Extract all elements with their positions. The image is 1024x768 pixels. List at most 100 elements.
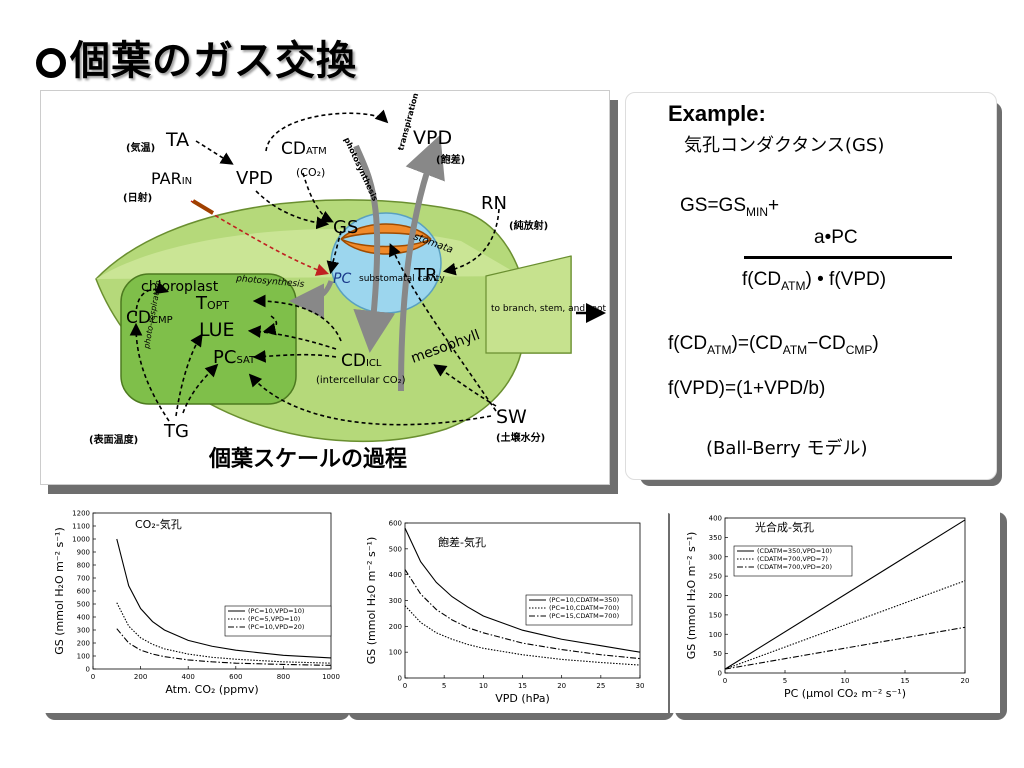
rn-tr-arrow [442, 208, 500, 276]
y-tick-label: 300 [709, 553, 722, 561]
diagram-caption: 個葉スケールの過程 [208, 446, 407, 472]
y-tick-label: 200 [709, 592, 722, 600]
cdicl-pcsat-arrow [252, 349, 337, 363]
cdicl-topt-arrow [252, 294, 342, 342]
par-arrow-start [191, 199, 215, 215]
x-tick-label: 10 [479, 682, 488, 690]
legend-label: (PC=5,VPD=10) [248, 615, 300, 623]
legend-label: (CDATM=700,VPD=20) [757, 563, 832, 571]
tg-lue-arrow [175, 333, 203, 417]
x-tick-label: 10 [841, 677, 850, 685]
page-title: 個葉のガス交換 [36, 28, 357, 86]
photosynthesis-arrow-label: photosynthesis [342, 136, 379, 203]
cdcmp-label: CDCMP [126, 308, 173, 328]
gs-pc-arrow [326, 230, 342, 275]
legend-label: (PC=15,CDATM=700) [549, 612, 619, 620]
y-axis-label: GS (mmol H₂O m⁻² s⁻¹) [53, 527, 66, 655]
chart-title: CO₂-気孔 [135, 517, 182, 531]
y-axis-label: GS (mmol H₂O m⁻² s⁻¹) [685, 532, 698, 660]
y-tick-label: 0 [86, 666, 90, 674]
y-tick-label: 0 [398, 675, 402, 683]
co2-flow-arrow [353, 144, 396, 353]
y-tick-label: 1200 [72, 510, 90, 518]
fraction-line [744, 256, 952, 259]
chart-title: 光合成-気孔 [755, 520, 814, 534]
y-tick-label: 50 [713, 650, 722, 658]
y-axis-label: GS (mmol H₂O m⁻² s⁻¹) [365, 537, 378, 665]
legend-label: (CDATM=700,VPD=7) [757, 555, 828, 563]
legend-label: (PC=10,VPD=20) [248, 623, 304, 631]
y-tick-label: 400 [709, 515, 722, 523]
leaf-diagram-panel: (気温) TA PARIN (日射) VPD CDATM (CO₂) VPD (… [40, 90, 610, 485]
plot-frame [724, 517, 966, 674]
series-line-1 [404, 527, 641, 653]
cdcmp-link-arrow [135, 281, 170, 317]
series-line-2 [404, 605, 641, 666]
chart-title: 飽差-気孔 [438, 535, 486, 549]
h2o-flow-arrow [398, 134, 445, 392]
y-tick-label: 600 [389, 520, 402, 528]
x-tick-label: 25 [596, 682, 605, 690]
sw-mesophyll-arrow [433, 364, 497, 407]
x-tick-label: 0 [403, 682, 407, 690]
y-tick-label: 100 [389, 649, 402, 657]
sw-label: SW [496, 406, 527, 428]
x-tick-label: 5 [783, 677, 787, 685]
x-tick-label: 600 [229, 673, 242, 681]
y-tick-label: 700 [77, 575, 90, 583]
sw-jp-label: (土壌水分) [496, 431, 545, 444]
cdicl-lue-arrow [247, 325, 337, 350]
series-line-2 [724, 580, 966, 670]
tg-jp-label: (表面温度) [89, 433, 138, 446]
rn-label: RN [481, 193, 507, 214]
vpd-loop-arrow [265, 109, 389, 152]
par-label: PARIN [151, 169, 192, 188]
x-tick-label: 15 [901, 677, 910, 685]
legend-label: (PC=10,CDATM=350) [549, 596, 619, 604]
y-tick-label: 100 [77, 653, 90, 661]
y-tick-label: 600 [77, 588, 90, 596]
model-name: (Ball-Berry モデル) [706, 438, 868, 459]
intercellular-label: (intercellular CO₂) [316, 375, 406, 386]
y-tick-label: 300 [77, 627, 90, 635]
legend-label: (PC=10,VPD=10) [248, 607, 304, 615]
y-tick-label: 350 [709, 534, 722, 542]
photosynthesis-flow [289, 280, 334, 319]
equation-numerator: a•PC [814, 227, 858, 248]
sw-gs-arrow [389, 243, 497, 412]
y-tick-label: 800 [77, 562, 90, 570]
ta-label: TA [165, 129, 189, 151]
y-tick-label: 300 [389, 597, 402, 605]
y-tick-label: 200 [389, 623, 402, 631]
cdicl-label: CDICL [341, 351, 382, 371]
equation-fvpd: f(VPD)=(1+VPD/b) [668, 378, 826, 399]
equation-denominator: f(CDATM) • f(VPD) [742, 269, 887, 293]
chloroplast-label: chloroplast [141, 279, 219, 295]
y-tick-label: 250 [709, 573, 722, 581]
y-tick-label: 0 [718, 670, 722, 678]
x-tick-label: 20 [557, 682, 566, 690]
series-line-2 [116, 602, 332, 664]
cdatm-jp-label: (CO₂) [296, 166, 325, 179]
x-tick-label: 400 [182, 673, 195, 681]
tg-cdcmp-arrow [129, 322, 170, 422]
series-line-3 [724, 626, 966, 670]
series-line-3 [116, 628, 332, 666]
plot-frame [92, 512, 332, 670]
vpd-top-label: VPD [413, 127, 452, 149]
example-panel: Example: 気孔コンダクタンス(GS) GS=GSMIN+ a•PC f(… [625, 92, 997, 480]
y-tick-label: 900 [77, 549, 90, 557]
circle-bullet-icon [36, 48, 66, 78]
series-line-1 [724, 519, 966, 670]
legend-label: (PC=10,CDATM=700) [549, 604, 619, 612]
y-tick-label: 400 [389, 571, 402, 579]
ta-jp-label: (気温) [126, 141, 155, 154]
par-pc-arrow [190, 200, 330, 276]
ta-vpd-arrow [195, 140, 234, 165]
vpd-gs-arrow [255, 190, 330, 230]
